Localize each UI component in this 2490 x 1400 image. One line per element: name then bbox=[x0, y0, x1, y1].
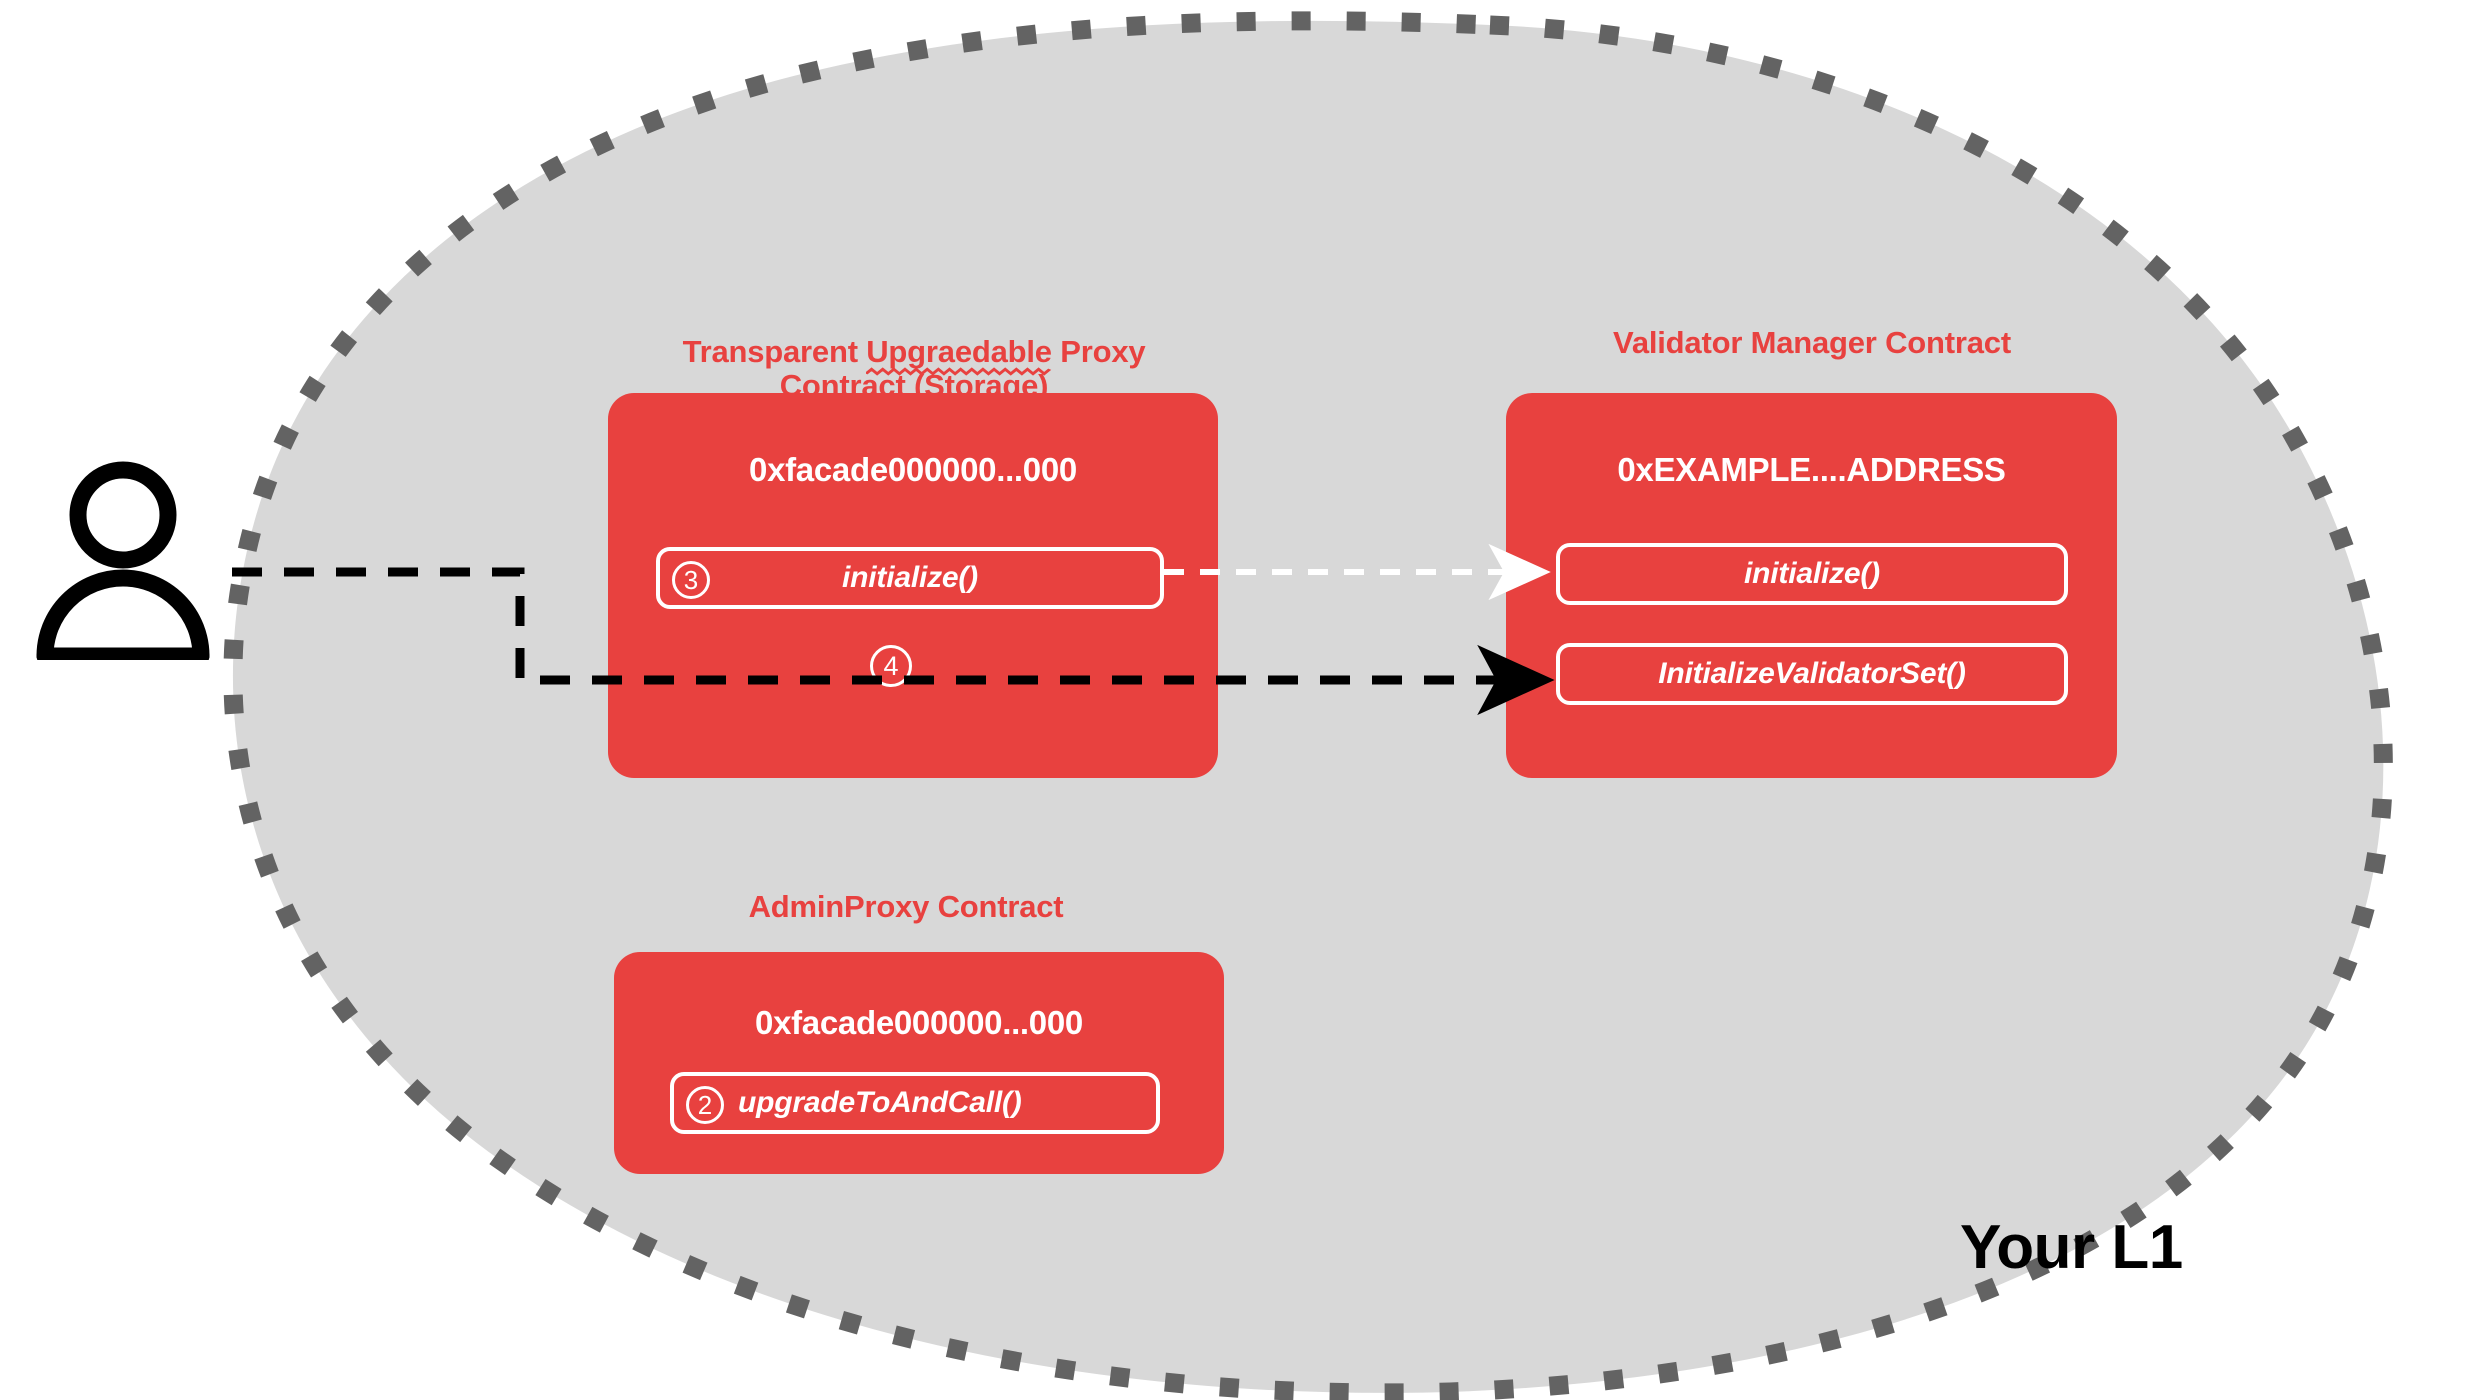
fn-pill-vm-initialize[interactable]: initialize() bbox=[1556, 543, 2068, 605]
step-badge-3: 3 bbox=[672, 561, 710, 599]
user-icon bbox=[36, 461, 210, 660]
fn-label-initialize: initialize() bbox=[842, 561, 978, 594]
spellcheck-underline-wrap: Upgraedable bbox=[866, 333, 1052, 377]
fn-pill-upgrade-to-and-call[interactable]: 2 upgradeToAndCall() bbox=[670, 1072, 1160, 1134]
card-transparent-proxy[interactable]: 0xfacade000000...000 3 initialize() 4 bbox=[608, 393, 1218, 778]
fn-pill-initialize-validator-set[interactable]: InitializeValidatorSet() bbox=[1556, 643, 2068, 705]
step-badge-4: 4 bbox=[870, 645, 912, 687]
validator-manager-title: Validator Manager Contract bbox=[1613, 325, 2011, 360]
fn-label-vm-initialize: initialize() bbox=[1744, 557, 1880, 590]
transparent-proxy-title-misspelled: Upgraedable bbox=[866, 333, 1052, 369]
card-validator-manager[interactable]: 0xEXAMPLE....ADDRESS initialize() Initia… bbox=[1506, 393, 2117, 778]
admin-proxy-address: 0xfacade000000...000 bbox=[755, 1004, 1083, 1041]
validator-manager-address: 0xEXAMPLE....ADDRESS bbox=[1617, 451, 2006, 488]
transparent-proxy-address: 0xfacade000000...000 bbox=[749, 451, 1077, 488]
card-admin-proxy[interactable]: 0xfacade000000...000 2 upgradeToAndCall(… bbox=[614, 952, 1224, 1174]
fn-label-upgrade-to-and-call: upgradeToAndCall() bbox=[738, 1086, 1022, 1119]
transparent-proxy-title-part-1: Transparent bbox=[682, 333, 867, 369]
step-badge-2: 2 bbox=[686, 1086, 724, 1124]
spellcheck-squiggle-icon bbox=[866, 367, 1052, 377]
fn-label-initialize-validator-set: InitializeValidatorSet() bbox=[1658, 657, 1966, 690]
transparent-proxy-title-part-2: Proxy bbox=[1051, 333, 1146, 369]
admin-proxy-title: AdminProxy Contract bbox=[748, 889, 1064, 924]
fn-pill-initialize-proxy[interactable]: 3 initialize() bbox=[656, 547, 1164, 609]
boundary-label-your-l1: Your L1 bbox=[1960, 1213, 2183, 1282]
